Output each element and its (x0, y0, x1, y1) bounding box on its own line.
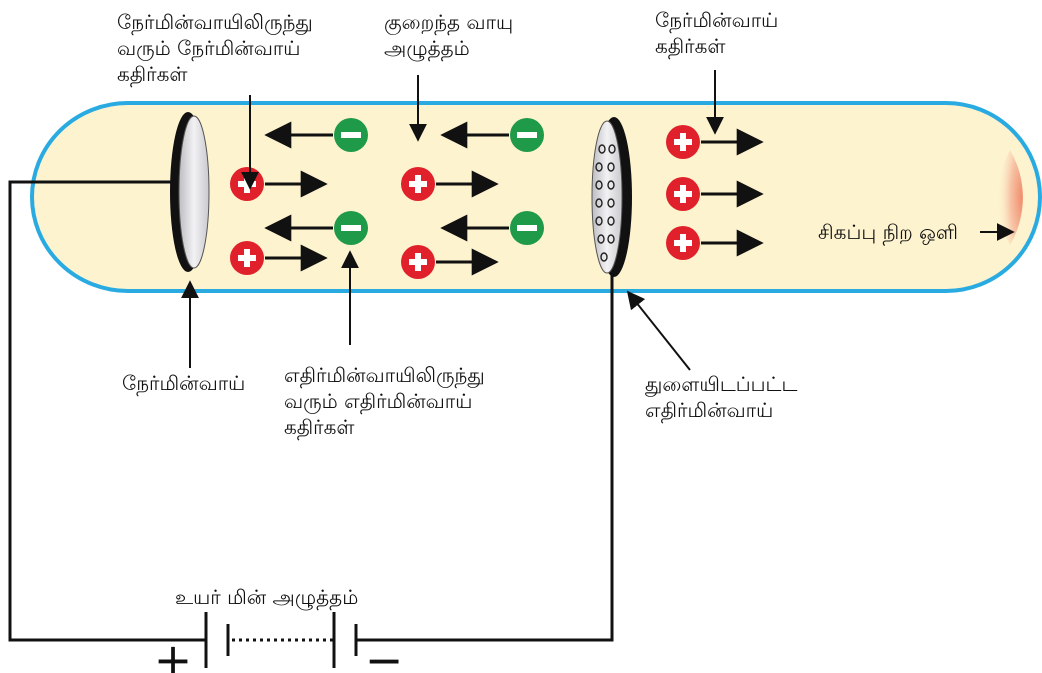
cathode-wire (356, 270, 614, 642)
cathode-disc-face (591, 120, 623, 274)
label-cathode-rays-line1: எதிர்மின்வாயிலிருந்து (284, 363, 485, 387)
positive-ion (666, 226, 700, 260)
label-low-pressure-gas: குறைந்த வாயு அழுத்தம் (384, 9, 513, 61)
circuit-wires (8, 180, 614, 642)
pointer-perforated-cathode (626, 290, 691, 371)
label-pointers (181, 70, 1015, 371)
positive-ion (666, 177, 700, 211)
label-canal-rays: நேர்மின்வாய் கதிர்கள் (655, 7, 778, 59)
electron (334, 211, 368, 245)
high-voltage-battery (204, 612, 358, 668)
cathode-holes (595, 144, 616, 262)
minus-terminal-symbol: − (365, 633, 404, 673)
positive-ion (666, 125, 700, 159)
label-anode-rays-line1: நேர்மின்வாயிலிருந்து (117, 10, 313, 34)
electron (334, 118, 368, 152)
label-canal-rays-line2: கதிர்கள் (655, 34, 726, 58)
anode-disc-face (178, 115, 210, 269)
label-low-pressure-line2: அழுத்தம் (384, 36, 470, 60)
label-anode-rays-line2: வரும் நேர்மின்வாய் (117, 36, 301, 60)
label-high-voltage-text: உயர் மின் அழுத்தம் (175, 585, 359, 609)
label-anode-rays: நேர்மின்வாயிலிருந்து வரும் நேர்மின்வாய் … (117, 9, 313, 87)
positive-ion (401, 245, 435, 279)
electron (510, 211, 544, 245)
anode-disc (170, 112, 210, 272)
positive-ion (230, 241, 264, 275)
label-perforated-cathode-line1: துளையிடப்பட்ட (645, 372, 798, 396)
electron (510, 118, 544, 152)
tube-body (30, 101, 1042, 293)
label-cathode-rays-line3: கதிர்கள் (284, 415, 355, 439)
label-perforated-cathode-line2: எதிர்மின்வாய் (645, 398, 774, 422)
label-high-voltage: உயர் மின் அழுத்தம் (175, 584, 358, 610)
positive-ion (401, 167, 435, 201)
label-perforated-cathode: துளையிடப்பட்ட எதிர்மின்வாய் (645, 371, 797, 423)
label-red-glow-text: சிகப்பு நிற ஒளி (818, 220, 958, 244)
label-cathode-rays-line2: வரும் எதிர்மின்வாய் (284, 389, 473, 413)
plus-terminal-symbol: + (154, 633, 193, 673)
discharge-tube (30, 101, 1042, 293)
positive-ion (230, 167, 264, 201)
particles-layer (230, 118, 764, 279)
label-canal-rays-line1: நேர்மின்வாய் (655, 8, 779, 32)
perforated-cathode-disc (591, 117, 632, 277)
anode-wire (8, 180, 206, 642)
label-anode-text: நேர்மின்வாய் (122, 371, 246, 395)
label-anode: நேர்மின்வாய் (122, 370, 245, 396)
label-anode-rays-line3: கதிர்கள் (117, 62, 188, 86)
label-cathode-rays: எதிர்மின்வாயிலிருந்து வரும் எதிர்மின்வாய… (284, 362, 485, 440)
label-low-pressure-line1: குறைந்த வாயு (384, 10, 514, 34)
label-red-glow: சிகப்பு நிற ஒளி (818, 219, 958, 245)
red-glow-region (997, 150, 1023, 245)
